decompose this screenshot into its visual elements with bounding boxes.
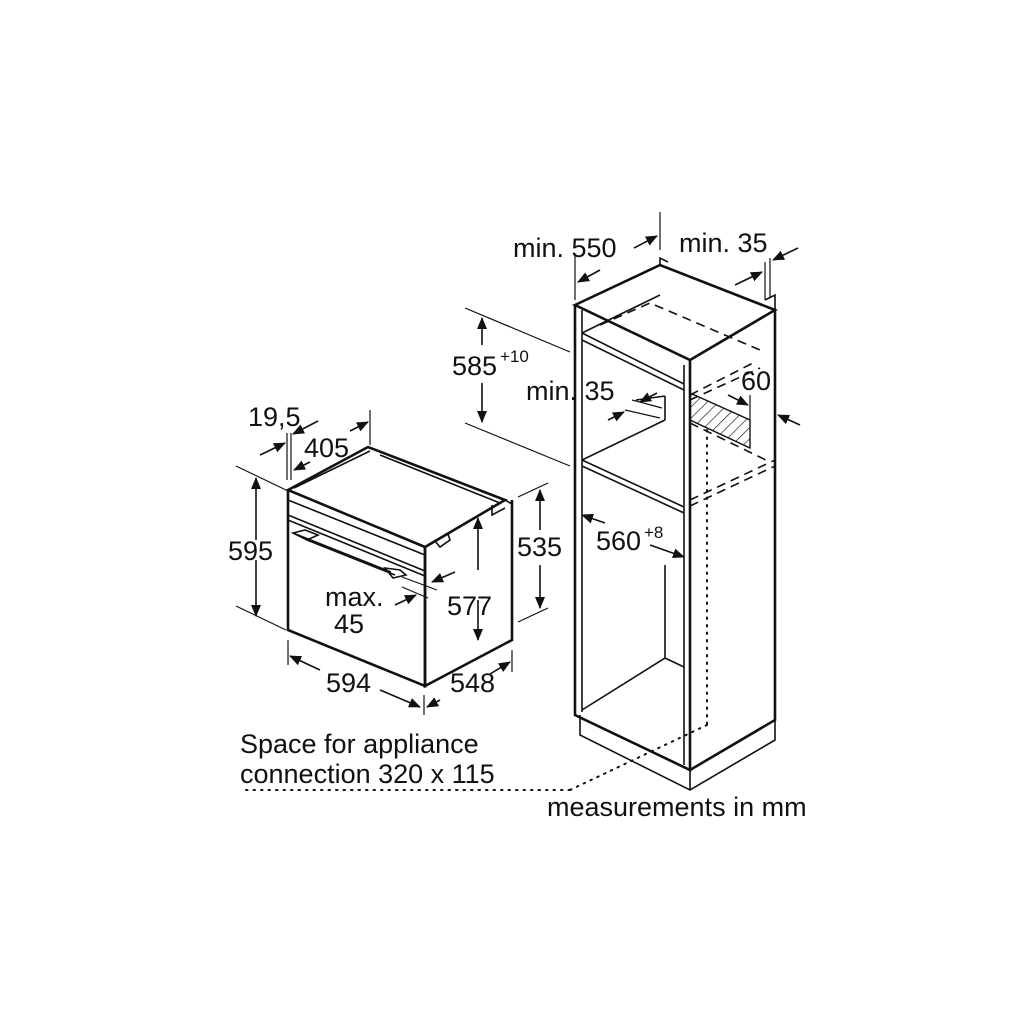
rear-gap-label: min. 35 bbox=[679, 228, 768, 258]
niche-height-tolerance: +10 bbox=[500, 347, 529, 366]
niche-width-tolerance: +8 bbox=[644, 523, 663, 542]
cabinet-drawing bbox=[244, 256, 778, 791]
cabinet-depth-label: min. 550 bbox=[513, 233, 617, 263]
shelf-gap-label: min. 35 bbox=[526, 376, 615, 406]
connection-note-line2: connection 320 x 115 bbox=[240, 759, 495, 789]
rear-height-label: 535 bbox=[517, 532, 562, 562]
body-depth-label: 405 bbox=[304, 433, 349, 463]
connection-note-line1: Space for appliance bbox=[240, 729, 479, 759]
total-depth-label: 548 bbox=[450, 668, 495, 698]
total-width-label: 594 bbox=[326, 668, 371, 698]
oven-dimension-lines bbox=[235, 410, 549, 715]
cabinet-dimension-lines bbox=[464, 212, 801, 559]
total-height-label: 595 bbox=[228, 536, 273, 566]
niche-height-label: 585 bbox=[452, 351, 497, 381]
handle-offset-value: 45 bbox=[334, 609, 364, 639]
handle-offset-label: max. bbox=[325, 582, 384, 612]
ventilation-label: 60 bbox=[741, 366, 771, 396]
units-note: measurements in mm bbox=[547, 792, 807, 822]
body-height-label: 577 bbox=[447, 591, 492, 621]
oven-drawing bbox=[284, 445, 514, 689]
niche-width-label: 560 bbox=[596, 526, 641, 556]
front-thickness-label: 19,5 bbox=[248, 402, 301, 432]
